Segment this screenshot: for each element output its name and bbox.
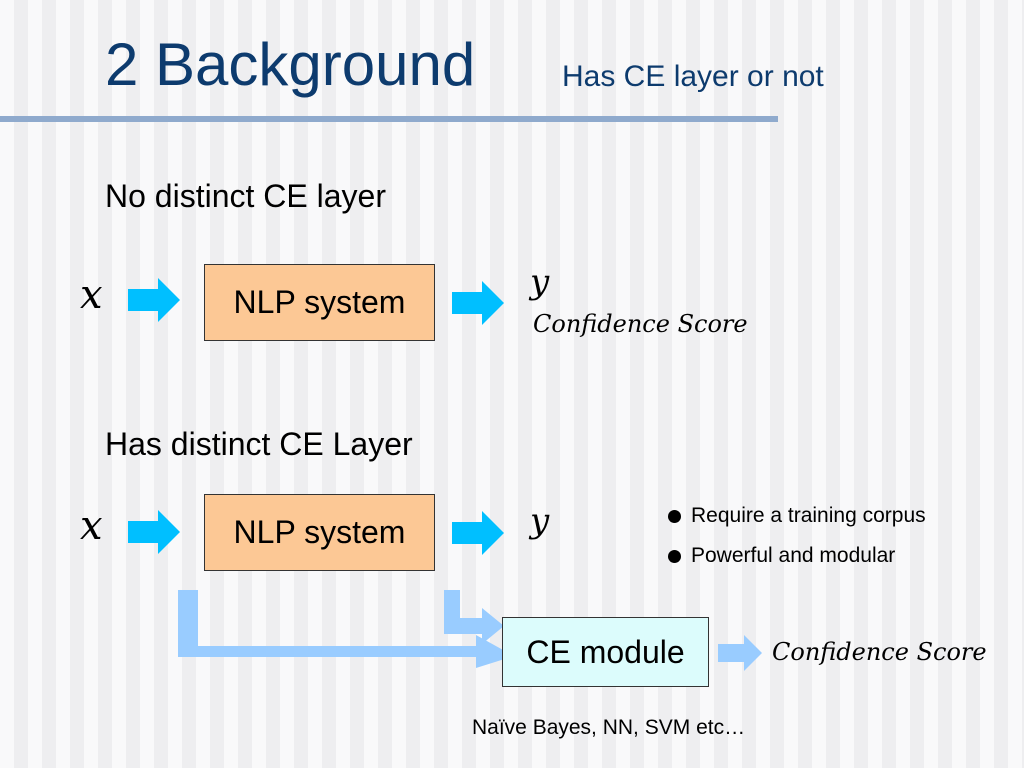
nlp-system-box: NLP system bbox=[204, 494, 435, 571]
elbow-arrow-icon bbox=[178, 590, 514, 668]
arrow-right-icon bbox=[452, 511, 504, 555]
bullet-list: Require a training corpus Powerful and m… bbox=[668, 496, 926, 576]
input-variable-x: x bbox=[80, 272, 103, 318]
input-variable-x: x bbox=[80, 503, 103, 549]
list-item: Require a training corpus bbox=[668, 496, 926, 536]
slide-subtitle: Has CE layer or not bbox=[562, 60, 824, 93]
section-heading-no-ce: No distinct CE layer bbox=[105, 178, 386, 214]
confidence-score-label: Confidence Score bbox=[533, 310, 748, 338]
bullet-text: Require a training corpus bbox=[691, 504, 926, 527]
output-variable-y: y bbox=[530, 262, 550, 302]
arrow-right-icon bbox=[452, 281, 504, 325]
nlp-system-box: NLP system bbox=[204, 264, 435, 341]
bullet-text: Powerful and modular bbox=[691, 544, 896, 567]
bullet-dot-icon bbox=[668, 509, 681, 523]
elbow-arrow-icon bbox=[444, 590, 504, 644]
section-heading-has-ce: Has distinct CE Layer bbox=[105, 426, 413, 462]
output-variable-y: y bbox=[530, 501, 550, 541]
list-item: Powerful and modular bbox=[668, 536, 926, 576]
ce-module-box: CE module bbox=[502, 617, 709, 687]
title-rule bbox=[0, 116, 778, 122]
ce-module-label: CE module bbox=[526, 633, 685, 670]
slide-title: 2 Background bbox=[105, 31, 476, 98]
nlp-system-label: NLP system bbox=[233, 284, 406, 320]
methods-note: Naïve Bayes, NN, SVM etc… bbox=[472, 716, 746, 739]
confidence-score-label: Confidence Score bbox=[772, 638, 987, 666]
bullet-dot-icon bbox=[668, 549, 681, 563]
arrow-right-icon bbox=[128, 510, 180, 554]
arrow-right-icon bbox=[718, 635, 762, 671]
nlp-system-label: NLP system bbox=[233, 514, 406, 550]
arrow-right-icon bbox=[128, 278, 180, 322]
